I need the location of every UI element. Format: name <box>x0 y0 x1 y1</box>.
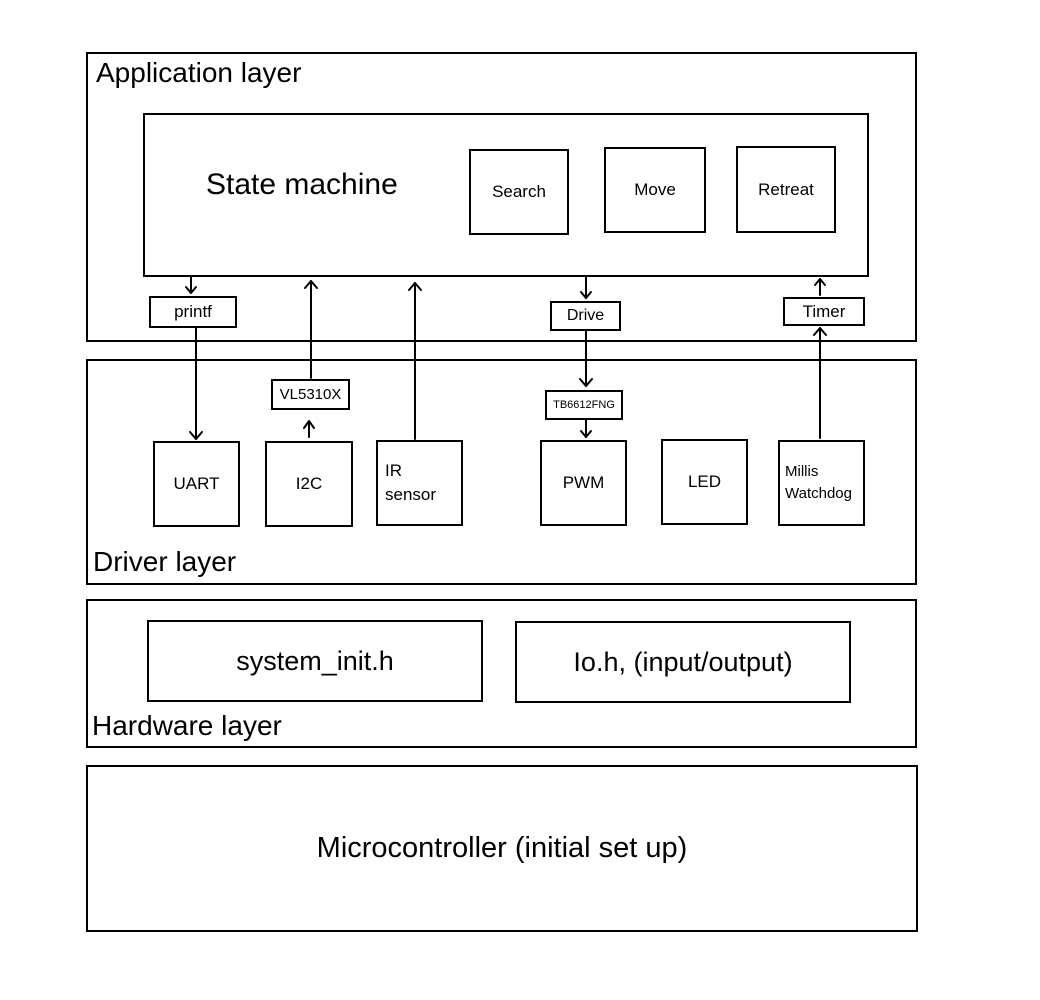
tb6612fng-box: TB6612FNG <box>545 390 623 420</box>
driver-i2c: I2C <box>265 441 353 527</box>
driver-pwm: PWM <box>540 440 627 526</box>
drive-box: Drive <box>550 301 621 331</box>
timer-box: Timer <box>783 297 865 326</box>
hardware-layer-label: Hardware layer <box>92 710 282 741</box>
driver-led: LED <box>661 439 748 525</box>
state-retreat: Retreat <box>736 146 836 233</box>
driver-millis-watchdog: Millis Watchdog <box>778 440 865 526</box>
state-search: Search <box>469 149 569 235</box>
state-machine-title: State machine <box>206 168 398 201</box>
state-move: Move <box>604 147 706 233</box>
microcontroller-layer: Microcontroller (initial set up) <box>86 765 918 932</box>
application-layer-label: Application layer <box>96 57 302 88</box>
driver-ir-sensor: IR sensor <box>376 440 463 526</box>
driver-uart: UART <box>153 441 240 527</box>
printf-box: printf <box>149 296 237 328</box>
io-box: Io.h, (input/output) <box>515 621 851 703</box>
driver-layer-label: Driver layer <box>93 546 237 577</box>
vl5310x-box: VL5310X <box>271 379 350 410</box>
system-init-box: system_init.h <box>147 620 483 702</box>
